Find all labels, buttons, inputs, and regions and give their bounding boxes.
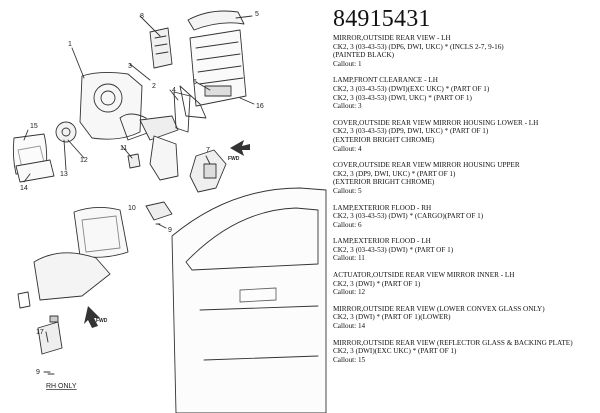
parts-diagram: FWD FWD 1 2 3 4 5 6 7 8 9 10 11 12 13 14… (12, 10, 327, 413)
fwd-label-2: FWD (96, 318, 108, 324)
fwd-label-1: FWD (228, 156, 240, 162)
part-entry: COVER,OUTSIDE REAR VIEW MIRROR HOUSING L… (333, 119, 597, 153)
part-entry-callout: Callout: 11 (333, 254, 365, 263)
callout-10: 10 (128, 205, 136, 212)
exploded-view-illustration: FWD FWD 1 2 3 4 5 6 7 8 9 10 11 12 13 14… (12, 10, 327, 413)
part-entry-callout: Callout: 3 (333, 102, 362, 111)
part-number-heading: 84915431 (333, 6, 431, 32)
callout-13: 13 (60, 171, 68, 178)
part-entry-name: LAMP,FRONT CLEARANCE - LH (333, 76, 438, 85)
callout-7: 7 (206, 147, 210, 154)
callout-9: 9 (168, 227, 172, 234)
part-entry-detail: (EXTERIOR BRIGHT CHROME) (333, 178, 435, 187)
callout-5: 5 (255, 11, 259, 18)
part-entry-callout: Callout: 4 (333, 144, 362, 153)
part-entry-name: MIRROR,OUTSIDE REAR VIEW (REFLECTOR GLAS… (333, 338, 573, 347)
part-entry-name: COVER,OUTSIDE REAR VIEW MIRROR HOUSING L… (333, 118, 539, 127)
callout-8: 8 (140, 13, 144, 20)
part-entry: ACTUATOR,OUTSIDE REAR VIEW MIRROR INNER … (333, 271, 597, 297)
callout-4: 4 (172, 87, 176, 94)
part-entry-name: MIRROR,OUTSIDE REAR VIEW (LOWER CONVEX G… (333, 304, 545, 313)
callout-9-rh: 9 (36, 369, 40, 376)
part-entry-name: MIRROR,OUTSIDE REAR VIEW - LH (333, 34, 451, 42)
part-entry-callout: Callout: 14 (333, 322, 366, 331)
callout-14: 14 (20, 185, 28, 192)
part-entry-detail: (PAINTED BLACK) (333, 51, 395, 60)
part-entry-detail: CK2, 3 (03-43-53) (DWI)(EXC UKC) * (PART… (333, 84, 490, 93)
part-entry-name: LAMP,EXTERIOR FLOOD - RH (333, 203, 432, 212)
part-entry-callout: Callout: 6 (333, 220, 362, 229)
part-entry-detail: CK2, 3 (DWI) * (PART OF 1)(LOWER) (333, 313, 451, 322)
callout-12: 12 (80, 157, 88, 164)
callout-16: 16 (256, 103, 264, 110)
part-entry-name: ACTUATOR,OUTSIDE REAR VIEW MIRROR INNER … (333, 271, 515, 280)
part-entry-detail: CK2, 3 (DWI) * (PART OF 1) (333, 279, 421, 288)
part-entry-callout: Callout: 12 (333, 288, 366, 297)
callout-17: 17 (36, 329, 44, 336)
part-entry: COVER,OUTSIDE REAR VIEW MIRROR HOUSING U… (333, 161, 597, 195)
callout-11: 11 (120, 145, 127, 152)
callout-2: 2 (152, 83, 156, 90)
part-entry-callout: Callout: 5 (333, 186, 362, 195)
callout-3: 3 (128, 63, 132, 70)
part-entry-detail: CK2, 3 (03-43-53) (DP9, DWI, UKC) * (PAR… (333, 127, 489, 136)
part-entry-detail: (EXTERIOR BRIGHT CHROME) (333, 135, 435, 144)
rh-only-label: RH ONLY (46, 383, 77, 390)
part-entry-detail: CK2, 3 (03-43-53) (DWI) * (PART OF 1) (333, 245, 454, 254)
part-entry-name: LAMP,EXTERIOR FLOOD - LH (333, 237, 431, 246)
part-entry: MIRROR,OUTSIDE REAR VIEW (LOWER CONVEX G… (333, 305, 597, 331)
part-entry-name: COVER,OUTSIDE REAR VIEW MIRROR HOUSING U… (333, 161, 520, 170)
part-entry-detail: CK2, 3 (DP9, DWI, UKC) * (PART OF 1) (333, 169, 456, 178)
part-entry: MIRROR,OUTSIDE REAR VIEW (REFLECTOR GLAS… (333, 339, 597, 365)
callout-6: 6 (193, 79, 197, 86)
part-entry-detail: CK2, 3 (DWI)(EXC UKC) * (PART OF 1) (333, 347, 457, 356)
part-entry-detail: CK2, 3 (03-43-53) (DWI, UKC) * (PART OF … (333, 93, 472, 102)
part-entry-detail: CK2, 3 (03-43-53) (DP6, DWI, UKC) * (INC… (333, 42, 504, 51)
part-entry-detail: CK2, 3 (03-43-53) (DWI) * (CARGO)(PART O… (333, 212, 484, 221)
callout-1: 1 (68, 41, 72, 48)
part-entry-callout: Callout: 1 (333, 59, 362, 68)
callout-15: 15 (30, 123, 38, 130)
part-entry-callout: Callout: 15 (333, 355, 366, 364)
